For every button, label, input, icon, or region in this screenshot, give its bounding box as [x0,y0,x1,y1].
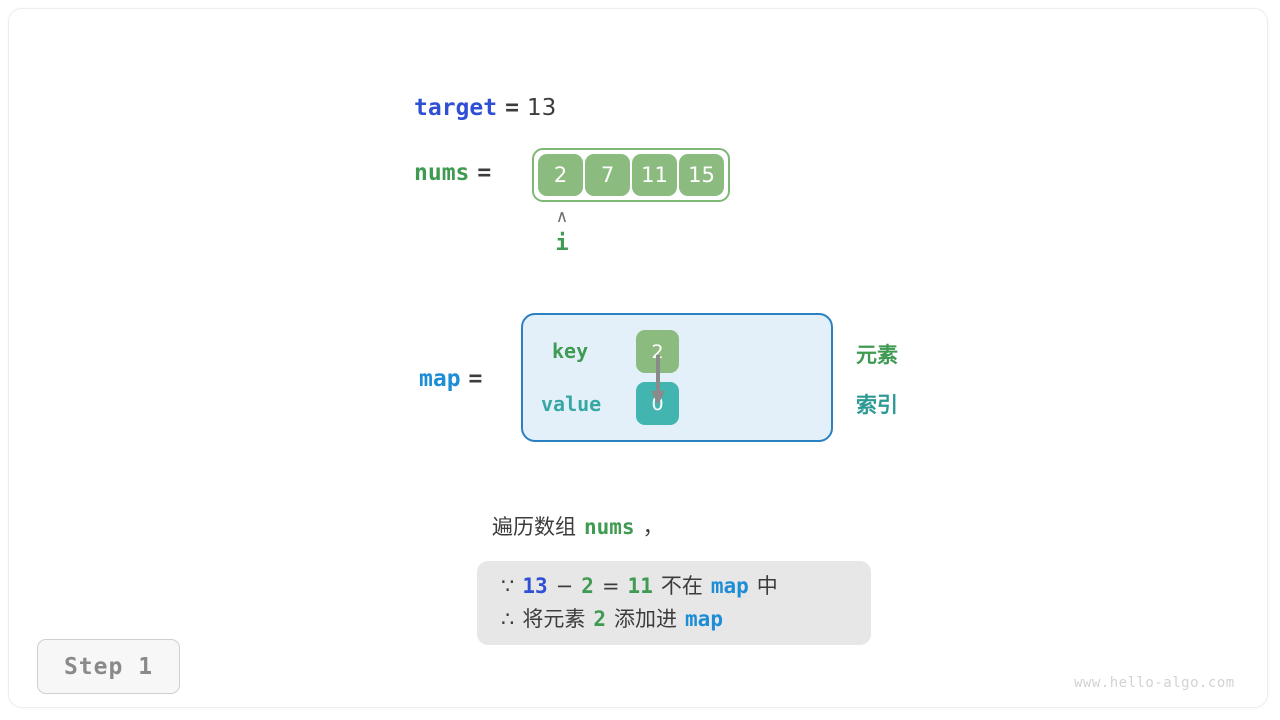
reasoning-line-1: ∵ 13−2 = 11 不在 map 中 [501,570,847,603]
reason-text-mid: 不在 [660,574,703,598]
pointer-caret-icon: ∧ [555,207,569,227]
because-symbol-icon: ∵ [501,574,515,598]
reasoning-line-2: ∴ 将元素 2 添加进 map [501,603,847,636]
minus-symbol: − [555,574,574,598]
legend-index-label: 索引 [856,393,898,417]
nums-equals: = [477,160,492,186]
reason2-text-start: 将元素 [522,607,586,631]
reason-operand-b: 2 [581,574,594,598]
array-cell: 11 [632,154,677,196]
reason-result: 11 [627,574,653,598]
reason2-map-code: map [685,607,723,631]
pointer-label-i: i [555,231,569,256]
map-label: map [419,366,461,392]
step-badge-label: Step 1 [63,653,154,680]
array-cell: 2 [538,154,583,196]
therefore-symbol-icon: ∴ [501,607,515,631]
legend-element-label: 元素 [856,343,898,367]
map-entry-key-box: 2 [636,330,679,373]
reason2-text-mid: 添加进 [614,607,678,631]
map-row-label: map = [419,364,482,394]
target-row: target = 13 [414,93,556,123]
narrative-prefix: 遍历数组 [492,515,576,539]
array-cell: 15 [679,154,724,196]
reason2-num: 2 [593,607,607,631]
map-key-label: key [552,339,589,363]
map-value-label: value [541,392,602,416]
reason-operand-a: 13 [522,574,548,598]
map-equals: = [468,366,483,392]
map-entry-value-box: 0 [636,382,679,425]
narrative-suffix: ， [642,515,664,539]
reason-map-code: map [710,574,749,598]
target-label: target [414,95,498,121]
array-cell: 7 [585,154,630,196]
nums-array: 2 7 11 15 [532,148,730,202]
equals-symbol: = [601,574,620,598]
target-equals: = [505,95,519,121]
step-badge: Step 1 [37,639,180,694]
target-value: 13 [526,95,557,121]
reasoning-box: ∵ 13−2 = 11 不在 map 中 ∴ 将元素 2 添加进 map [477,561,871,645]
nums-label: nums [414,160,470,186]
reason-text-end: 中 [756,574,778,598]
narrative-line: 遍历数组 nums ， [492,512,664,542]
watermark: www.hello-algo.com [1074,675,1235,691]
narrative-code: nums [584,515,635,539]
nums-row-label: nums = [414,158,491,188]
